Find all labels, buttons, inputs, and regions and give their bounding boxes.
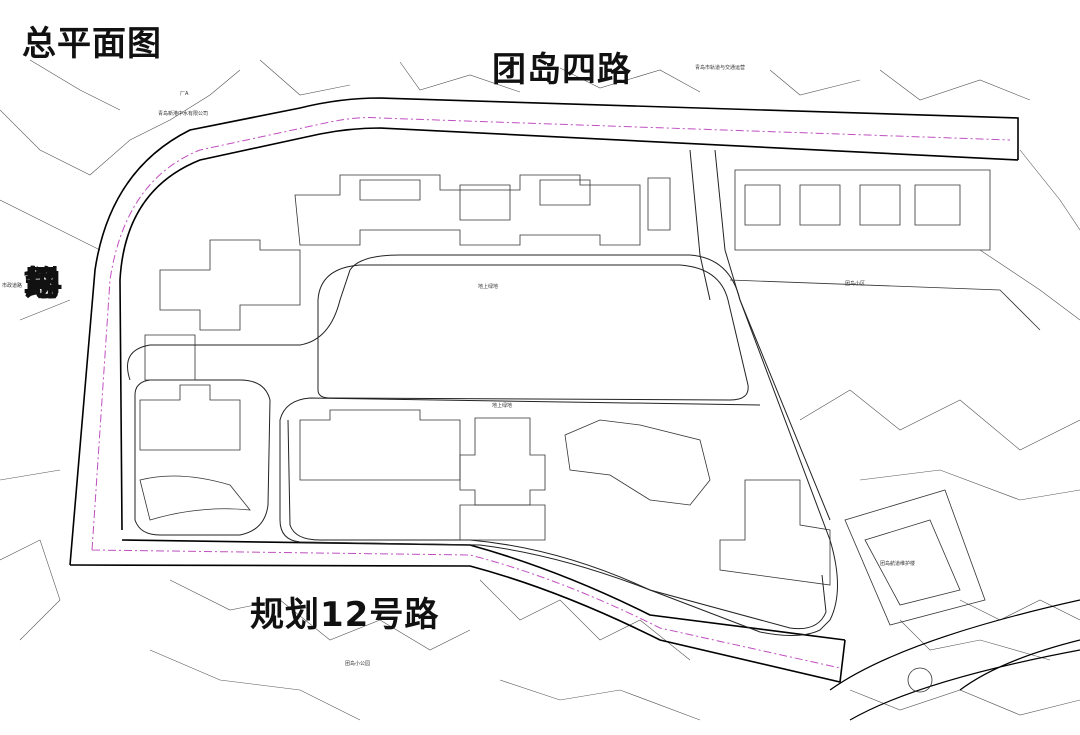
label-central-field: 地上绿地: [478, 284, 499, 290]
southeast-road: [829, 599, 1080, 721]
label-company: 青岛新港中水有限公司: [158, 111, 209, 117]
southwest-buildings: [139, 334, 251, 521]
label-west-edge: 市政道路: [2, 283, 23, 289]
road-label-west-char: 14: [21, 266, 63, 301]
inner-roads: [127, 149, 838, 636]
property-boundary: [91, 117, 1011, 669]
southeast-building: [844, 489, 986, 626]
context-lines: [0, 59, 1080, 721]
central-buildings: [299, 409, 831, 586]
label-central-path: 地上绿地: [492, 403, 513, 409]
label-building-southeast: 团岛航道维护楼: [880, 561, 916, 567]
north-buildings: [159, 174, 671, 331]
label-top-right-note: 青岛市轨道与交通运营: [695, 65, 746, 71]
plan-title: 总平面图: [22, 24, 162, 64]
roundabout: [907, 667, 933, 693]
east-residential: [729, 169, 1041, 331]
main-road-edges: [69, 97, 1019, 683]
road-label-west-char: 规: [25, 264, 59, 304]
road-label-west-char: 划: [25, 264, 59, 304]
road-label-west-char: 路: [25, 264, 59, 304]
road-label-north: 团岛四路: [492, 50, 632, 90]
road-label-south: 规划12号路: [250, 595, 440, 635]
label-top-left-small: 厂A: [180, 91, 189, 97]
road-label-west-char: 号: [25, 264, 59, 304]
label-community-south: 团岛小公园: [345, 661, 371, 667]
label-community-east: 团岛小区: [845, 281, 866, 287]
